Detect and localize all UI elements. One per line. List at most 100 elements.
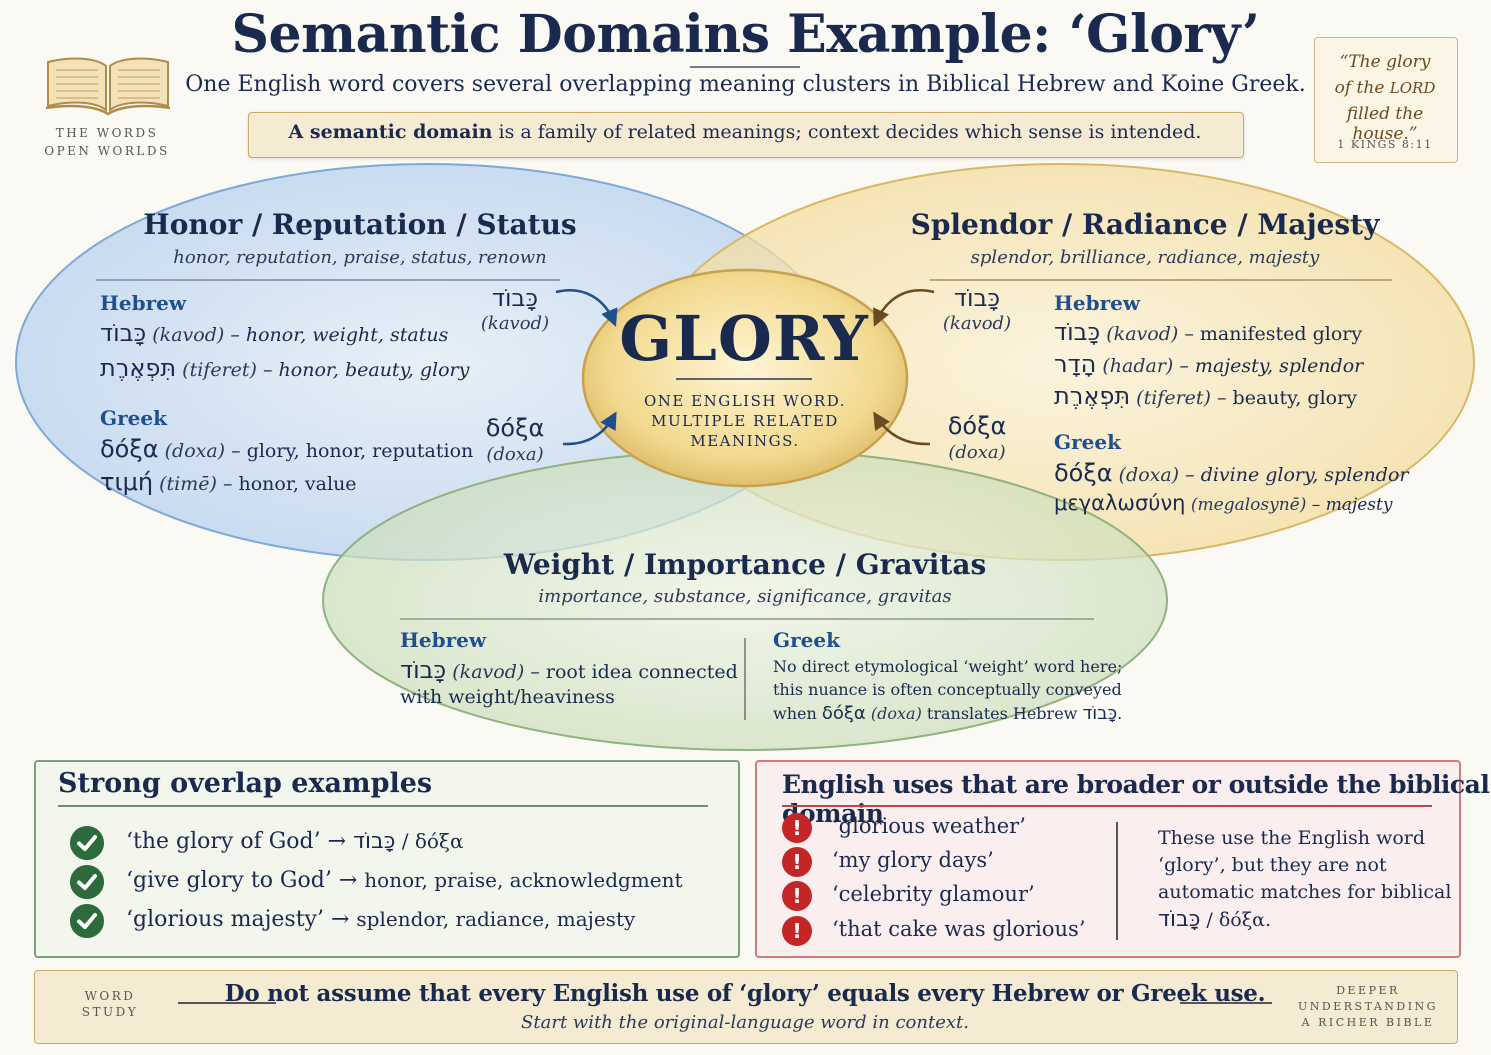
alert-icon: !	[782, 847, 812, 877]
alert-icon: !	[782, 916, 812, 946]
footer-sub-text: Start with the original-language word in…	[521, 1012, 969, 1033]
gloss: – honor, weight, status	[224, 324, 449, 346]
weight-subtitle: importance, substance, significance, gra…	[538, 586, 952, 607]
honor-hebrew-entry: כָּבוֹד (kavod) – honor, weight, status	[100, 319, 448, 347]
word: δόξα	[821, 703, 866, 724]
honor-hebrew-label: Hebrew	[100, 291, 187, 315]
english-note-line-2: ‘glory’, but they are not	[1158, 854, 1387, 876]
english-use-text: ‘that cake was glorious’	[832, 917, 1086, 941]
definition-banner	[248, 112, 1244, 158]
translit: (kavod)	[1106, 323, 1179, 345]
gloss: – manifested glory	[1178, 323, 1363, 345]
phrase: ‘the glory of God’	[126, 829, 321, 854]
footer-main-text: Do not assume that every English use of …	[224, 980, 1266, 1007]
alert-icon: !	[782, 881, 812, 911]
arrow: →	[331, 868, 365, 893]
quote-line-2a: of the	[1334, 78, 1390, 98]
english-uses-rule	[782, 805, 1432, 807]
splendor-title: Splendor / Radiance / Majesty	[910, 208, 1380, 241]
translit: (tiferet)	[1136, 387, 1211, 409]
word: כָּבוֹד	[400, 656, 447, 684]
translit: (doxa)	[865, 704, 922, 723]
weight-greek-line-3: when δόξα (doxa) translates Hebrew כָּבו…	[773, 703, 1122, 724]
check-icon	[70, 826, 104, 860]
splendor-greek-entry: δόξα (doxa) – divine glory, splendor	[1054, 459, 1408, 487]
honor-greek-entry: δόξα (doxa) – glory, honor, reputation	[100, 435, 473, 463]
word: כָּבוֹד	[1054, 318, 1101, 346]
check-icon	[70, 904, 104, 938]
gloss: – majesty	[1306, 495, 1393, 515]
weight-hebrew-label: Hebrew	[400, 628, 487, 652]
arrow-right-top-translit: (kavod)	[942, 313, 1012, 334]
weight-title: Weight / Importance / Gravitas	[503, 548, 987, 581]
english-uses-divider	[1116, 822, 1118, 940]
logo-line-2: OPEN WORLDS	[44, 144, 170, 158]
footer-left-1: WORD	[84, 989, 136, 1003]
gloss: – glory, honor, reputation	[225, 440, 474, 462]
definition-rest: is a family of related meanings; context…	[492, 121, 1202, 143]
text: when	[773, 704, 822, 723]
word: תִּפְאֶרֶת	[1054, 382, 1131, 410]
honor-greek-label: Greek	[100, 406, 167, 430]
arrow-right-bottom-word: δόξα	[947, 412, 1007, 440]
gloss: – root idea connected	[524, 661, 738, 683]
footer-right-3: A RICHER BIBLE	[1301, 1016, 1435, 1029]
footer-left-rule	[178, 1002, 276, 1004]
honor-greek-entry: τιμή (timē) – honor, value	[100, 468, 357, 496]
text: / δόξα.	[1200, 909, 1272, 931]
arrow-left-bottom-translit: (doxa)	[486, 444, 544, 465]
arrow-left-top-word: כָּבוֹד	[491, 284, 539, 312]
word: כָּבוֹד	[353, 829, 396, 854]
english-uses-title: English uses that are broader or outside…	[782, 770, 1490, 828]
logo-line-1: THE WORDS	[55, 126, 159, 140]
definition-term: A semantic domain	[288, 121, 493, 143]
translit: (hadar)	[1102, 355, 1174, 377]
english-use-text: ‘my glory days’	[832, 848, 994, 872]
gloss: – honor, value	[216, 473, 357, 495]
check-icon	[70, 865, 104, 899]
translit: (doxa)	[164, 440, 226, 462]
quote-lord: LORD	[1389, 79, 1436, 97]
phrase: ‘give glory to God’	[126, 868, 332, 893]
title-underline	[690, 66, 800, 68]
arrow-left-bottom	[562, 411, 617, 446]
phrase: ‘glorious majesty’	[126, 907, 324, 932]
splendor-greek-label: Greek	[1054, 430, 1121, 454]
text: .	[1117, 704, 1123, 723]
overlap-box	[34, 760, 740, 958]
splendor-hebrew-label: Hebrew	[1054, 291, 1141, 315]
splendor-hebrew-entry: הָדָר (hadar) – majesty, splendor	[1054, 350, 1363, 378]
glory-center-word: GLORY	[619, 302, 869, 375]
weight-greek-label: Greek	[773, 628, 840, 652]
english-note-line-3: automatic matches for biblical	[1158, 881, 1452, 903]
word: הָדָר	[1054, 350, 1097, 378]
splendor-hebrew-entry: תִּפְאֶרֶת (tiferet) – beauty, glory	[1054, 382, 1357, 410]
word: μεγαλωσύνη	[1054, 491, 1186, 515]
glory-center-sub-2: MULTIPLE RELATED	[651, 412, 839, 430]
splendor-hebrew-entry: כָּבוֹד (kavod) – manifested glory	[1054, 318, 1362, 346]
english-uses-box	[755, 760, 1461, 958]
target: honor, praise, acknowledgment	[364, 868, 683, 892]
gloss: – honor, beauty, glory	[256, 359, 470, 381]
word: כָּבוֹד	[1082, 703, 1118, 724]
arrow: →	[323, 907, 357, 932]
arrow-right-bottom-translit: (doxa)	[948, 442, 1006, 463]
weight-hebrew-gloss-2: with weight/heaviness	[400, 686, 615, 708]
arrow-right-top-word: כָּבוֹד	[953, 284, 1001, 312]
alert-icon: !	[782, 813, 812, 843]
translit: (tiferet)	[182, 359, 257, 381]
weight-greek-line-2: this nuance is often conceptually convey…	[773, 680, 1122, 699]
arrow-right-bottom	[873, 411, 931, 446]
page-subtitle: One English word covers several overlapp…	[185, 72, 1306, 97]
translit: (timē)	[159, 473, 217, 495]
overlap-text: ‘glorious majesty’ → splendor, radiance,…	[126, 907, 635, 932]
gloss: – beauty, glory	[1210, 387, 1357, 409]
english-use-text: ‘glorious weather’	[832, 814, 1026, 838]
glory-center-sub-1: ONE ENGLISH WORD.	[644, 392, 846, 410]
translit: (megalosynē)	[1190, 495, 1307, 515]
word: δόξα	[100, 435, 159, 463]
glory-center-rule	[676, 378, 812, 380]
word: כָּבוֹד	[100, 319, 147, 347]
translit: (doxa)	[1118, 464, 1180, 486]
